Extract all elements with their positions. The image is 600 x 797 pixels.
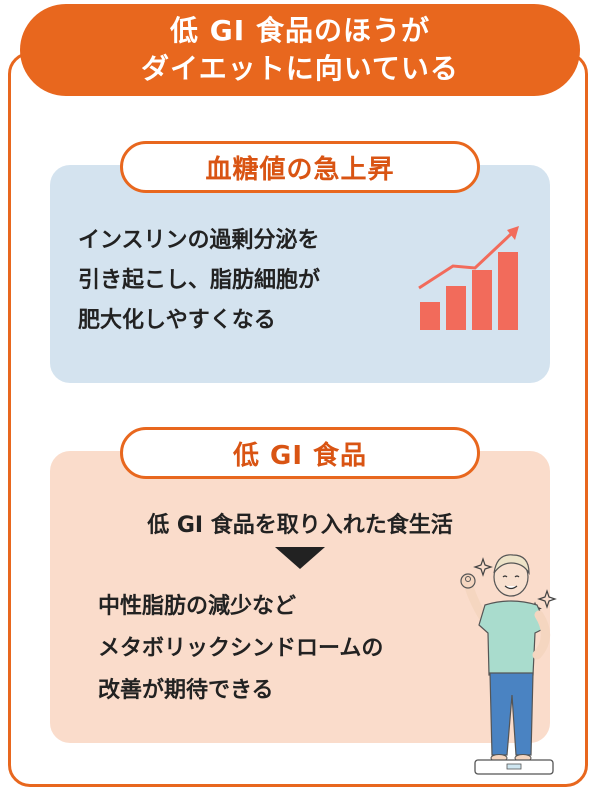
chart-bar bbox=[498, 252, 518, 330]
trend-arrow-head bbox=[507, 226, 519, 240]
blue-pants bbox=[489, 672, 534, 756]
down-triangle-icon bbox=[275, 547, 325, 569]
chart-bar bbox=[472, 270, 492, 330]
sparkle-icon bbox=[473, 557, 493, 577]
blood-sugar-description: インスリンの過剰分泌を 引き起こし、脂肪細胞が 肥大化しやすくなる bbox=[78, 221, 408, 341]
chart-bar bbox=[420, 302, 440, 330]
title-line-2: ダイエットに向いている bbox=[141, 52, 459, 85]
chart-bar bbox=[446, 286, 466, 330]
description-line: 引き起こし、脂肪細胞が bbox=[78, 268, 321, 293]
teal-shirt bbox=[478, 600, 548, 676]
description-line: インスリンの過剰分泌を bbox=[78, 228, 320, 253]
low-gi-benefits: 中性脂肪の減少など メタボリックシンドロームの 改善が期待できる bbox=[98, 586, 478, 712]
smile bbox=[504, 585, 518, 590]
low-gi-intro: 低 GI 食品を取り入れた食生活 bbox=[147, 513, 453, 538]
section-label-blood-sugar: 血糖値の急上昇 bbox=[120, 141, 480, 193]
trend-line bbox=[418, 232, 513, 290]
title-banner: 低 GI 食品のほうが ダイエットに向いている bbox=[20, 4, 580, 96]
sparkle-icon bbox=[537, 589, 557, 609]
arm-on-hip bbox=[532, 610, 550, 660]
man-on-scale-illustration bbox=[460, 554, 557, 775]
benefit-line: 改善が期待できる bbox=[98, 678, 274, 703]
description-line: 肥大化しやすくなる bbox=[78, 308, 276, 333]
hair bbox=[493, 554, 530, 576]
section-label-low-gi: 低 GI 食品 bbox=[120, 427, 480, 479]
benefit-line: メタボリックシンドロームの bbox=[98, 636, 384, 661]
benefit-line: 中性脂肪の減少など bbox=[98, 594, 297, 619]
title-line-1: 低 GI 食品のほうが bbox=[170, 14, 430, 47]
rising-bar-chart-icon bbox=[418, 226, 519, 330]
low-gi-panel bbox=[50, 451, 550, 743]
blood-sugar-panel bbox=[50, 165, 550, 383]
